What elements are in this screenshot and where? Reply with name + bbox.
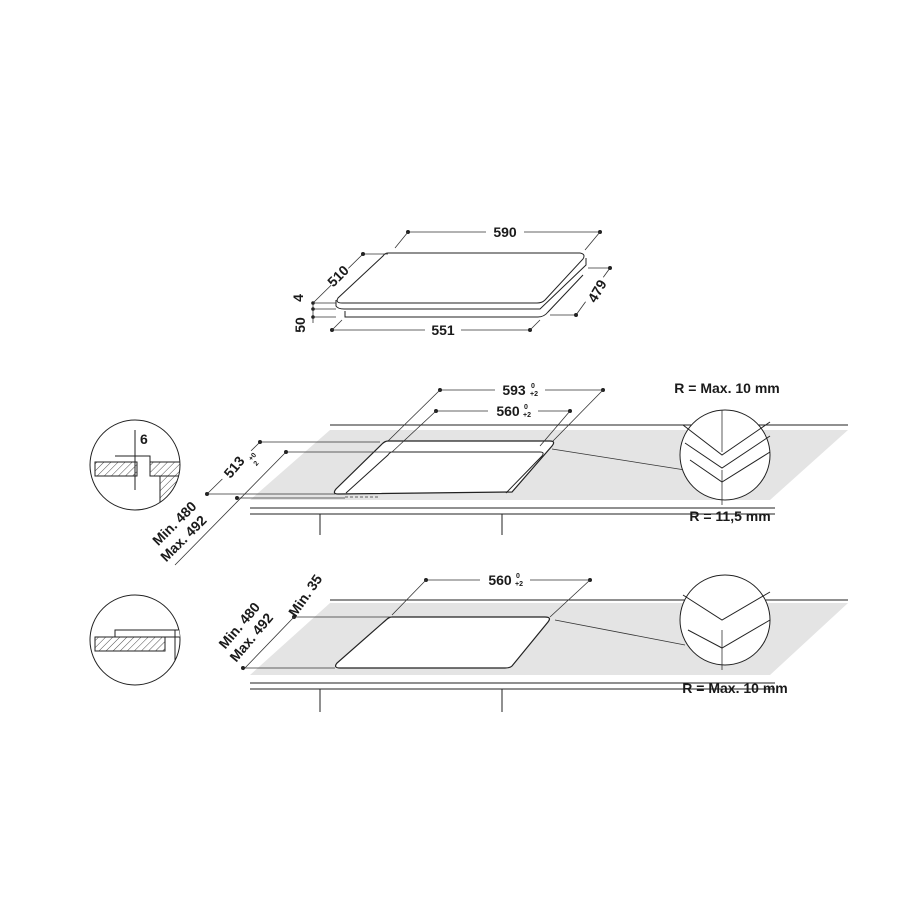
tolerance-lower: +2 [530,391,538,398]
outer-width-593: 593 [502,382,526,398]
tolerance-upper: 0 [531,383,535,390]
tolerance-upper: 0 [524,404,528,411]
cutout-width-560: 560 [488,572,512,588]
flush-corner-detail: R = Max. 10 mm R = 11,5 mm [551,380,780,524]
hob-dimensions: 590 510 4 50 551 479 [290,222,613,338]
hob-drawing [335,252,587,318]
body-width-551: 551 [431,322,455,338]
front-min-35: Min. 35 [285,571,325,619]
tolerance-lower: +2 [515,581,523,588]
depth-510: 510 [324,262,352,290]
corner-radius-outer: R = Max. 10 mm [674,380,779,396]
standard-corner-detail: R = Max. 10 mm [554,574,788,696]
tolerance-lower: +2 [523,412,531,419]
tolerance-upper: 0 [516,573,520,580]
corner-radius: R = Max. 10 mm [682,680,787,696]
flush-recess-detail: 6 [89,419,181,511]
glass-thickness-4: 4 [290,294,306,302]
standard-profile-detail [89,594,181,686]
body-height-50: 50 [292,317,308,333]
tolerance-upper: +0 [248,452,259,463]
recess-depth-6: 6 [140,431,148,447]
width-590: 590 [493,224,517,240]
corner-radius-inner: R = 11,5 mm [689,508,770,524]
inner-width-560: 560 [496,403,520,419]
tolerance-lower: 2 [253,460,261,468]
